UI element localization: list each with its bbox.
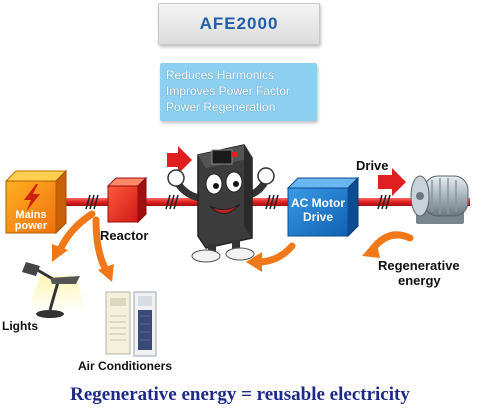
drive-label: Drive [356,158,389,173]
ac-motor-label-line2: Drive [303,210,333,224]
lights-label: Lights [2,319,38,333]
motor-icon [410,175,469,224]
ac-motor-drive-box: AC Motor Drive [286,176,360,238]
regen-label-line2: energy [398,273,441,288]
feature-item: Improves Power Factor [166,84,291,98]
title-box: AFE2000 [158,3,320,45]
mains-power-box: Mains power [4,169,68,235]
feature-box: Reduces Harmonics Improves Power Factor … [160,63,317,121]
air-conditioners-label: Air Conditioners [78,359,172,373]
reactor-box [106,176,148,224]
feature-item: Power Regeneration [166,100,276,114]
air-conditioner-icon [105,291,157,357]
reactor-label: Reactor [100,228,148,243]
load-arrow-ac-head [98,264,114,282]
regen-arrow-right-head [362,240,380,258]
load-arrow-ac [92,216,110,274]
regen-label-line1: Regenerative [378,258,460,273]
arrow-right-icon [167,146,192,174]
line-break-marks [85,194,391,210]
regen-arrow-mid [254,242,296,266]
feature-item: Reduces Harmonics [166,68,275,82]
regen-arrow-mid-head [246,252,262,272]
power-line [60,198,470,206]
mains-label-line1: Mains [15,209,46,221]
lightning-icon [24,184,40,212]
drive-arrow-icon [378,168,406,196]
ac-motor-label-line1: AC Motor [291,196,345,210]
load-arrow-lights [56,210,96,254]
mains-label-line2: power [15,220,48,232]
load-arrow-lights-head [52,244,68,262]
drive-mascot [167,144,275,263]
desk-lamp-icon [22,262,86,318]
title-text: AFE2000 [199,14,279,33]
caption: Regenerative energy = reusable electrici… [70,384,410,405]
